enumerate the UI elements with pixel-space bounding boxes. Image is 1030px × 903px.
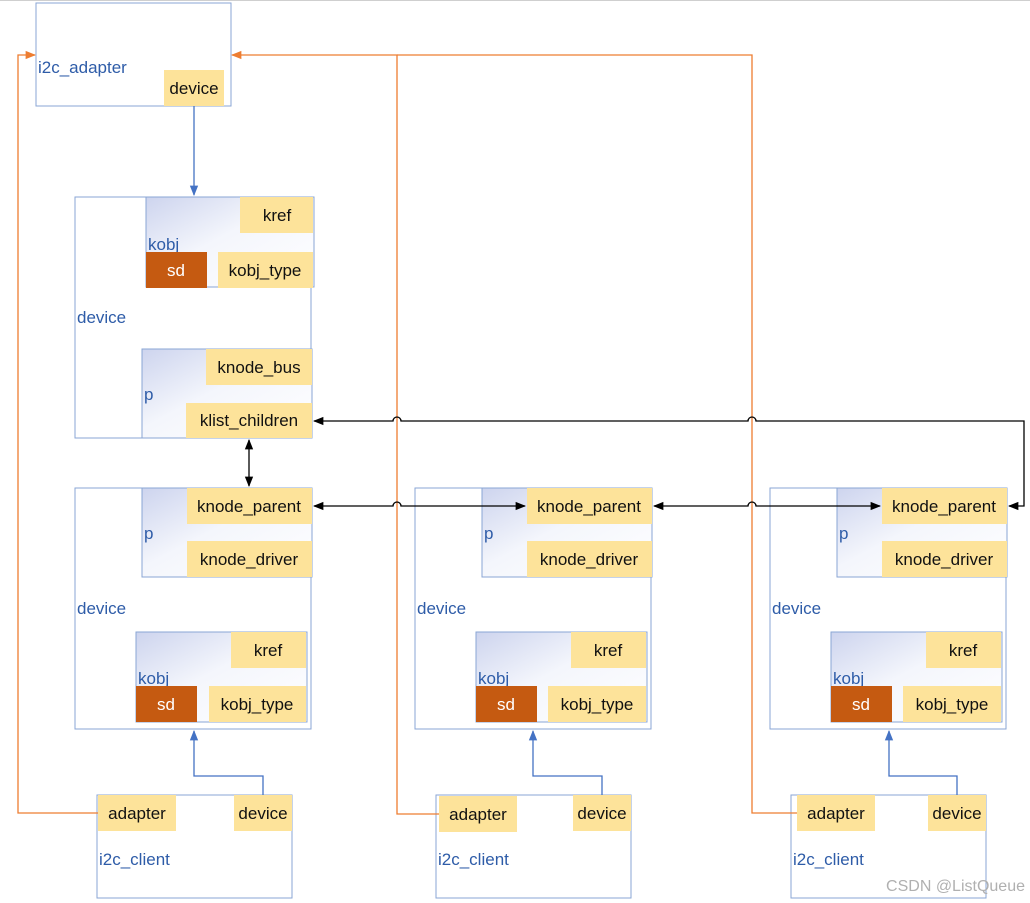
client-3-device-arrow <box>884 729 958 795</box>
kobj-label: kobj <box>148 235 179 254</box>
i2c-client-struct-1: adapter device i2c_client <box>96 794 293 899</box>
knode-driver-field: knode_driver <box>200 550 299 569</box>
knode-bus-field: knode_bus <box>217 358 300 377</box>
watermark: CSDN @ListQueue <box>886 878 1025 895</box>
kref-field: kref <box>594 641 623 660</box>
sd-field: sd <box>852 695 870 714</box>
i2c-client-label: i2c_client <box>793 850 864 869</box>
klist-children-loop-arrow <box>312 416 1025 511</box>
kref-field: kref <box>263 206 292 225</box>
sd-field: sd <box>167 261 185 280</box>
i2c-adapter-struct: i2c_adapter device <box>35 2 232 107</box>
kobj-label: kobj <box>138 669 169 688</box>
kref-field: kref <box>254 641 283 660</box>
knode-parent-field: knode_parent <box>537 497 641 516</box>
kobj-label: kobj <box>833 669 864 688</box>
client-device-field: device <box>577 804 626 823</box>
i2c-client-label: i2c_client <box>438 850 509 869</box>
client-1-adapter-arrow <box>17 50 98 814</box>
adapter-device-struct: device kref kobj sd kobj_type knode_bus … <box>74 196 315 439</box>
kobj-type-field: kobj_type <box>229 261 302 280</box>
sd-field: sd <box>157 695 175 714</box>
client-adapter-field: adapter <box>449 805 507 824</box>
client-device-struct-2: device knode_parent p knode_driver kref … <box>414 487 653 730</box>
i2c-client-struct-3: adapter device i2c_client <box>790 794 987 899</box>
kobj-type-field: kobj_type <box>916 695 989 714</box>
parent-2-to-3-arrow <box>652 501 882 511</box>
client-device-label: device <box>77 599 126 618</box>
client-device-field: device <box>238 804 287 823</box>
p-label: p <box>144 524 153 543</box>
i2c-client-struct-2: adapter device i2c_client <box>435 794 632 899</box>
knode-parent-field: knode_parent <box>197 497 301 516</box>
device-pointer-links <box>189 106 958 795</box>
p-label: p <box>839 524 848 543</box>
client-adapter-field: adapter <box>108 804 166 823</box>
adapter-device-label: device <box>77 308 126 327</box>
client-1-device-arrow <box>189 729 264 795</box>
kobj-type-field: kobj_type <box>561 695 634 714</box>
knode-driver-field: knode_driver <box>895 550 994 569</box>
p-label: p <box>484 524 493 543</box>
knode-parent-field: knode_parent <box>892 497 996 516</box>
p-label: p <box>144 385 153 404</box>
knode-driver-field: knode_driver <box>540 550 639 569</box>
client-device-label: device <box>772 599 821 618</box>
client-device-field: device <box>932 804 981 823</box>
klist-links <box>244 416 1025 511</box>
i2c-adapter-label: i2c_adapter <box>38 58 127 77</box>
i2c-client-label: i2c_client <box>99 850 170 869</box>
client-device-struct-3: device knode_parent p knode_driver kref … <box>769 487 1008 730</box>
client-2-device-arrow <box>528 729 603 795</box>
parent-1-to-2-arrow <box>312 501 527 511</box>
kref-field: kref <box>949 641 978 660</box>
kobj-type-field: kobj_type <box>221 695 294 714</box>
client-device-label: device <box>417 599 466 618</box>
adapter-device-field: device <box>169 79 218 98</box>
sd-field: sd <box>497 695 515 714</box>
klist-children-field: klist_children <box>200 411 298 430</box>
client-adapter-field: adapter <box>807 804 865 823</box>
kobj-label: kobj <box>478 669 509 688</box>
client-device-struct-1: device knode_parent p knode_driver kref … <box>74 487 313 730</box>
